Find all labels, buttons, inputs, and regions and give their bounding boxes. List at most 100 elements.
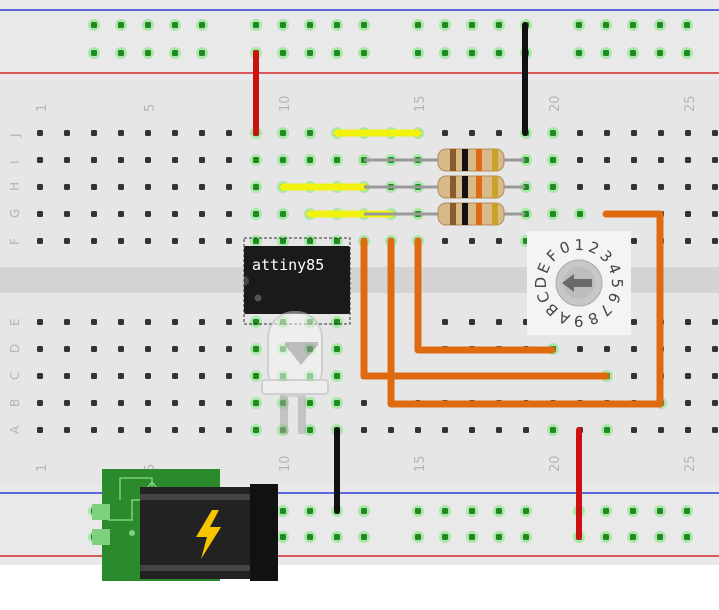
- column-numbers-top: 1 5 10 15 20 25: [35, 95, 698, 112]
- breadboard-hole: [631, 427, 637, 433]
- power-jumpers: [253, 22, 582, 540]
- breadboard-hole: [145, 346, 151, 352]
- breadboard-hole: [469, 50, 475, 56]
- breadboard-hole: [145, 211, 151, 217]
- breadboard-hole: [657, 22, 663, 28]
- breadboard-hole: [604, 130, 610, 136]
- row-label: E: [8, 318, 22, 326]
- resistor-band: [462, 176, 468, 198]
- column-label: 1: [35, 104, 50, 112]
- breadboard-hole: [604, 184, 610, 190]
- breadboard-hole: [91, 130, 97, 136]
- breadboard-hole: [684, 22, 690, 28]
- breadboard-hole: [172, 400, 178, 406]
- breadboard-hole: [658, 184, 664, 190]
- orange-wire: [360, 237, 610, 380]
- lightning-bolt-icon: [196, 510, 221, 559]
- orange-wire: [414, 237, 556, 354]
- breadboard-hole: [657, 534, 663, 540]
- breadboard-hole: [172, 157, 178, 163]
- column-label: 10: [278, 455, 293, 472]
- breadboard-hole: [685, 238, 691, 244]
- resistor-band: [476, 149, 482, 171]
- breadboard-hole: [577, 157, 583, 163]
- breadboard-hole: [226, 130, 232, 136]
- column-label: 20: [548, 455, 563, 472]
- breadboard-hole: [442, 22, 448, 28]
- breadboard-hole: [280, 211, 286, 217]
- breadboard-hole: [118, 130, 124, 136]
- breadboard-hole: [172, 211, 178, 217]
- breadboard-hole: [712, 157, 718, 163]
- breadboard-hole: [415, 22, 421, 28]
- breadboard-hole: [442, 130, 448, 136]
- breadboard-hole: [307, 130, 313, 136]
- breadboard-hole: [685, 346, 691, 352]
- breadboard-hole: [37, 319, 43, 325]
- breadboard-hole: [280, 238, 286, 244]
- row-label: I: [8, 160, 22, 164]
- breadboard-hole: [64, 346, 70, 352]
- breadboard-hole: [307, 400, 313, 406]
- breadboard-hole: [91, 346, 97, 352]
- breadboard-hole: [523, 427, 529, 433]
- breadboard-hole: [603, 508, 609, 514]
- breadboard-hole: [172, 238, 178, 244]
- breadboard-hole: [91, 427, 97, 433]
- breadboard-hole: [631, 184, 637, 190]
- column-label: 5: [143, 464, 158, 472]
- resistor-band: [476, 176, 482, 198]
- breadboard-hole: [91, 157, 97, 163]
- breadboard-hole: [523, 534, 529, 540]
- breadboard-hole: [280, 508, 286, 514]
- breadboard-hole: [91, 184, 97, 190]
- breadboard-hole: [469, 508, 475, 514]
- breadboard-hole: [145, 400, 151, 406]
- breadboard-hole: [145, 427, 151, 433]
- breadboard-hole: [64, 238, 70, 244]
- dial-digit: 5: [608, 278, 626, 288]
- breadboard-hole: [712, 400, 718, 406]
- breadboard-hole: [172, 130, 178, 136]
- breadboard-hole: [199, 373, 205, 379]
- breadboard-hole: [603, 50, 609, 56]
- breadboard-hole: [307, 427, 313, 433]
- breadboard-hole: [712, 346, 718, 352]
- breadboard-hole: [64, 130, 70, 136]
- column-label: 5: [143, 104, 158, 112]
- breadboard-hole: [658, 427, 664, 433]
- orange-wire: [387, 210, 664, 408]
- breadboard-hole: [631, 238, 637, 244]
- attiny85-chip[interactable]: attiny85: [243, 237, 351, 325]
- breadboard-hole: [658, 157, 664, 163]
- breadboard-hole: [361, 400, 367, 406]
- breadboard-hole: [253, 346, 259, 352]
- breadboard-hole: [172, 373, 178, 379]
- row-label: H: [8, 182, 22, 191]
- breadboard-hole: [712, 130, 718, 136]
- breadboard-hole: [91, 50, 97, 56]
- breadboard-hole: [523, 508, 529, 514]
- breadboard-hole: [685, 184, 691, 190]
- dc-power-jack[interactable]: [92, 469, 278, 581]
- breadboard-hole: [307, 534, 313, 540]
- breadboard-hole: [37, 211, 43, 217]
- resistor-band: [462, 149, 468, 171]
- resistor-band: [450, 176, 456, 198]
- breadboard-hole: [280, 130, 286, 136]
- breadboard-hole: [199, 184, 205, 190]
- breadboard-hole: [280, 157, 286, 163]
- breadboard-hole: [631, 130, 637, 136]
- breadboard-hole: [550, 157, 556, 163]
- breadboard-hole: [685, 319, 691, 325]
- breadboard-hole: [226, 346, 232, 352]
- breadboard-hole: [684, 534, 690, 540]
- breadboard-hole: [199, 22, 205, 28]
- row-letters: J I H G F E D C B A: [8, 133, 22, 434]
- breadboard-hole: [226, 373, 232, 379]
- led-component[interactable]: [261, 311, 329, 434]
- breadboard-hole: [442, 534, 448, 540]
- breadboard-hole: [685, 427, 691, 433]
- breadboard-hole: [604, 157, 610, 163]
